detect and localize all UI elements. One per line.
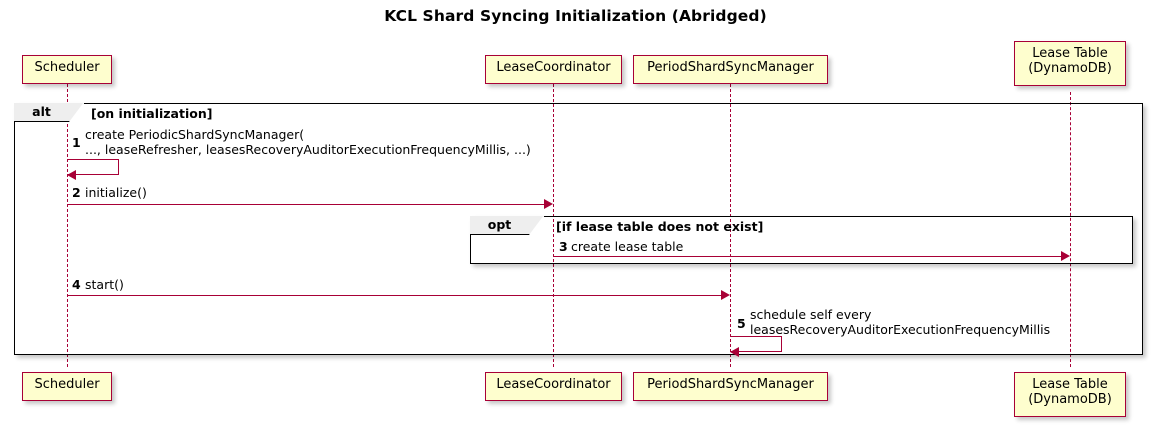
message-1-arrowhead [67, 170, 76, 180]
participant-scheduler-bottom[interactable]: Scheduler [22, 372, 112, 401]
message-1-self-loop [67, 159, 119, 175]
message-4-arrowhead [721, 290, 730, 300]
fragment-opt-condition: [if lease table does not exist] [556, 219, 764, 234]
message-2-number: 2 [72, 185, 81, 200]
message-4-line [67, 295, 721, 296]
participant-period-shard-sync-manager-bottom[interactable]: PeriodShardSyncManager [633, 372, 828, 401]
message-3-line [553, 256, 1061, 257]
message-2-arrowhead [544, 199, 553, 209]
message-1-number: 1 [72, 135, 81, 150]
message-3-arrowhead [1061, 251, 1070, 261]
fragment-alt-condition: [on initialization] [91, 106, 213, 121]
participant-period-shard-sync-manager-top[interactable]: PeriodShardSyncManager [633, 55, 828, 84]
participant-lease-table-top[interactable]: Lease Table (DynamoDB) [1014, 41, 1126, 86]
message-2-text: initialize() [85, 185, 147, 200]
message-5-arrowhead [730, 347, 739, 357]
participant-scheduler-top[interactable]: Scheduler [22, 55, 112, 84]
fragment-alt-tab: alt [14, 102, 84, 122]
lifeline-lease-table [1070, 92, 1071, 367]
message-5-self-loop [730, 336, 782, 352]
lifeline-period-shard-sync-manager [730, 84, 731, 367]
fragment-opt-tab: opt [470, 215, 544, 235]
lifeline-lease-coordinator [553, 84, 554, 367]
participant-lease-coordinator-top[interactable]: LeaseCoordinator [485, 55, 622, 84]
message-4-text: start() [85, 277, 124, 292]
message-1-text: create PeriodicShardSyncManager( ..., le… [85, 127, 531, 157]
message-2-line [67, 204, 544, 205]
lifeline-scheduler [67, 84, 68, 367]
message-5-text: schedule self every leasesRecoveryAudito… [750, 307, 1051, 337]
message-5-number: 5 [737, 316, 746, 331]
page-title: KCL Shard Syncing Initialization (Abridg… [384, 7, 767, 25]
participant-lease-table-bottom[interactable]: Lease Table (DynamoDB) [1014, 372, 1126, 417]
message-4-number: 4 [72, 277, 81, 292]
participant-lease-coordinator-bottom[interactable]: LeaseCoordinator [485, 372, 622, 401]
fragment-opt [470, 216, 1133, 264]
message-3-number: 3 [559, 239, 568, 254]
message-3-text: create lease table [571, 239, 684, 254]
fragment-alt [14, 103, 1143, 355]
